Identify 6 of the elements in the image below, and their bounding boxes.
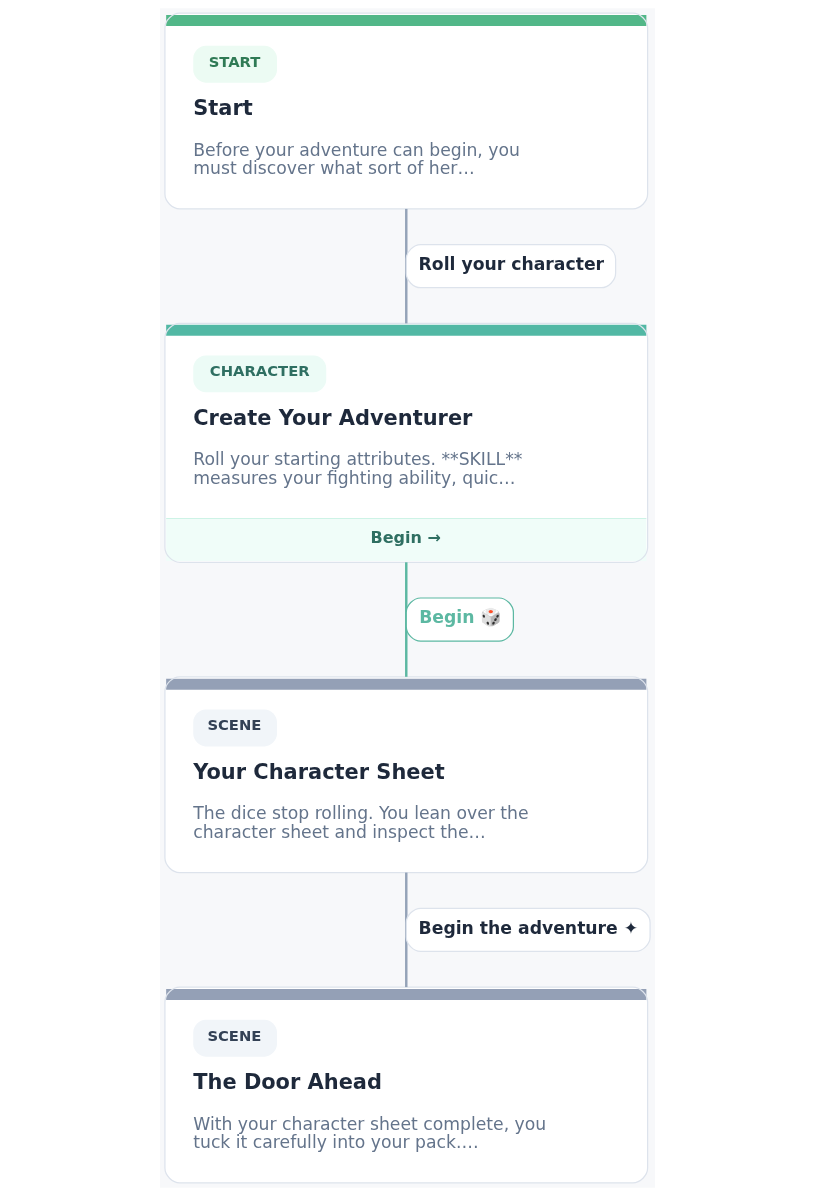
connector xyxy=(405,562,408,677)
connector xyxy=(405,872,408,988)
edge-label: Roll your character xyxy=(418,254,605,275)
connector xyxy=(405,208,408,324)
edge-label: Begin the adventure ✦ xyxy=(418,917,639,938)
edge-label: Begin 🎲 xyxy=(419,607,502,628)
